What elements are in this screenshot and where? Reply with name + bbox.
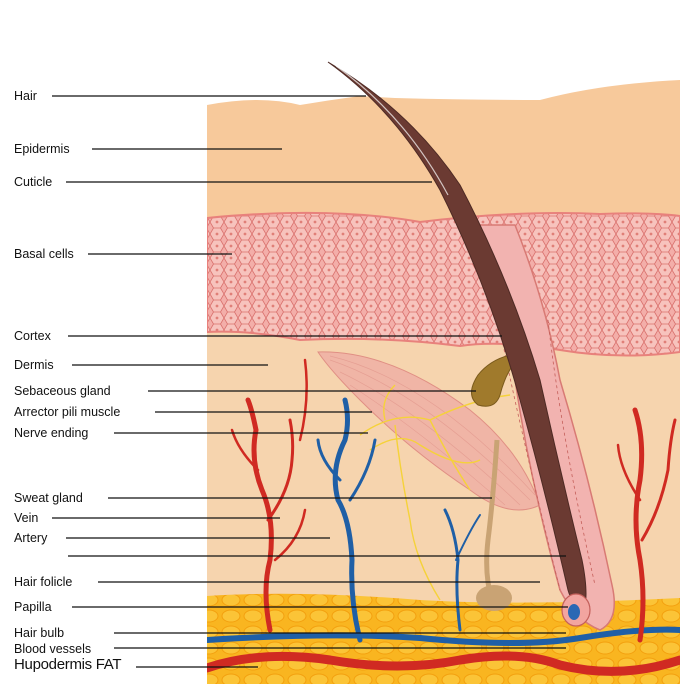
papilla [568,604,580,620]
label-epidermis: Epidermis [14,142,70,156]
label-hypodermis-fat: Hupodermis FAT [14,658,121,672]
label-sebaceous-gland: Sebaceous gland [14,384,111,398]
label-hair: Hair [14,89,37,103]
label-cortex: Cortex [14,329,51,343]
epidermis-layer [207,80,680,230]
label-hair-folicle: Hair folicle [14,575,72,589]
label-artery: Artery [14,531,47,545]
label-sweat-gland: Sweat gland [14,491,83,505]
basal-cell-layer [207,213,680,356]
label-blood-vessels: Blood vessels [14,642,91,656]
label-cuticle: Cuticle [14,175,52,189]
label-arrector-pili-muscle: Arrector pili muscle [14,405,120,419]
label-nerve-ending: Nerve ending [14,426,88,440]
label-hair-bulb: Hair bulb [14,626,64,640]
label-papilla: Papilla [14,600,52,614]
label-vein: Vein [14,511,38,525]
label-basal-cells: Basal cells [14,247,74,261]
label-dermis: Dermis [14,358,54,372]
